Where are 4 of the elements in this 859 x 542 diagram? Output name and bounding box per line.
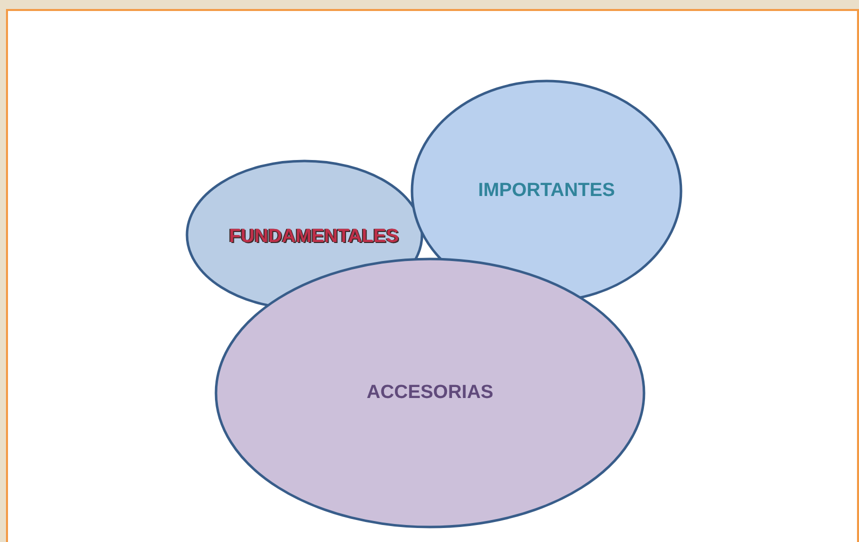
ellipse-label: FUNDAMENTALES <box>229 226 399 248</box>
ellipse-label: IMPORTANTES <box>478 180 615 202</box>
ellipse-shape <box>215 258 645 528</box>
ellipse-label: ACCESORIAS <box>366 382 494 404</box>
